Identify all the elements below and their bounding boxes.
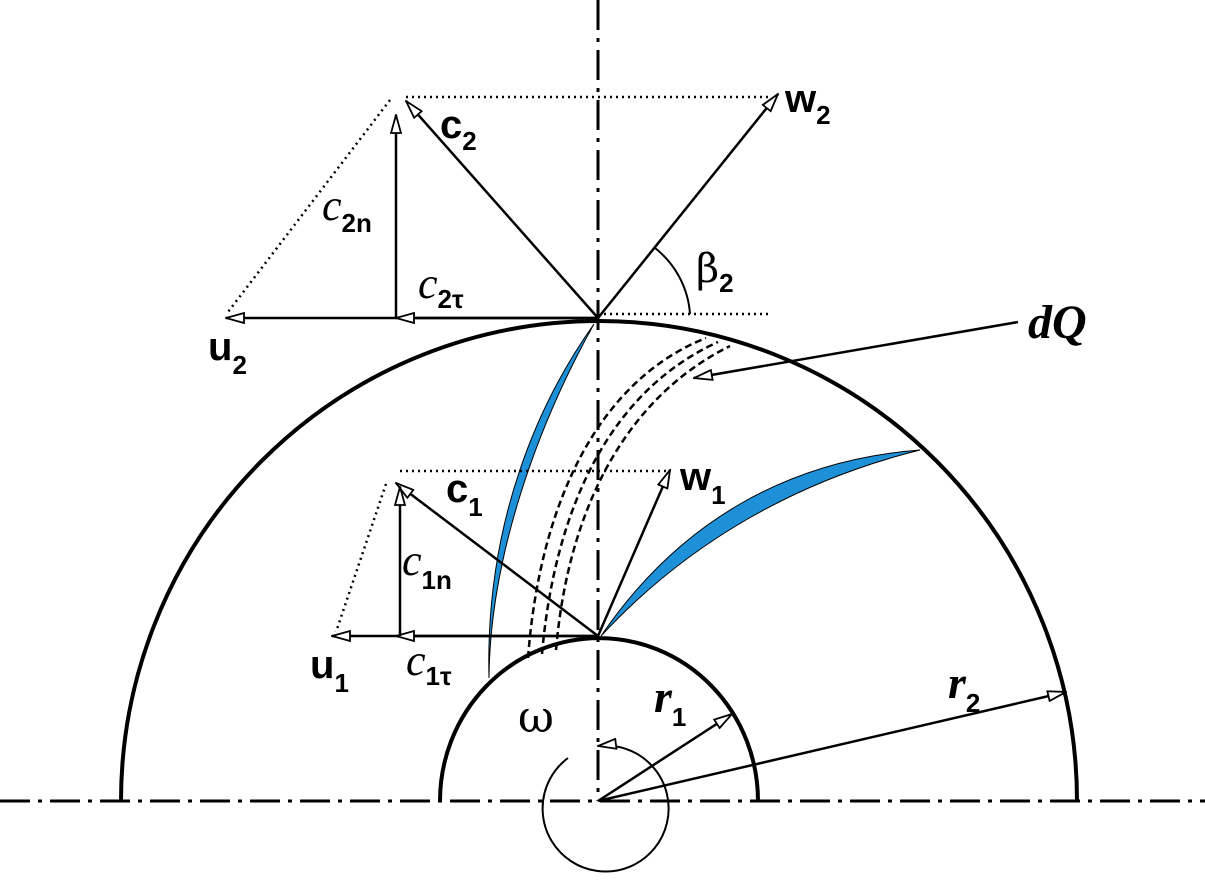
streamline-3 [554,344,731,651]
vector-c2 [406,101,599,319]
vector-w2 [597,94,778,319]
label-r1: r1 [654,671,686,732]
label-c1tau: c1τ [406,636,452,691]
angle-beta2-arc [654,247,691,315]
streamline-1 [526,336,707,659]
vector-r1 [597,714,732,803]
inner-circle-arc [438,636,760,802]
label-omega: ω [518,692,554,743]
label-u2: u2 [208,325,247,380]
streamline-2 [540,340,719,655]
vector-r2 [597,692,1066,803]
label-u1: u1 [310,643,349,698]
label-dQ: dQ [1028,296,1087,349]
label-c2tau: c2τ [418,259,464,314]
inlet-dotted-left [334,483,388,633]
omega-rotation-arc [541,746,670,873]
label-w2: w2 [784,77,831,130]
label-c1n: c1n [402,536,452,595]
label-beta2: β2 [696,246,734,298]
label-c2n: c2n [322,181,372,238]
label-c1: c1 [446,467,483,522]
label-r2: r2 [948,657,980,718]
vector-w1 [596,470,670,637]
vector-dQ-pointer [694,320,1019,378]
label-w1: w1 [679,455,726,510]
vector-c1 [396,483,599,637]
blade-left [488,323,595,679]
label-c2: c2 [440,103,477,156]
outer-circle-arc [119,319,1079,802]
outlet-dotted-left [227,99,391,313]
blade-right [600,449,921,637]
